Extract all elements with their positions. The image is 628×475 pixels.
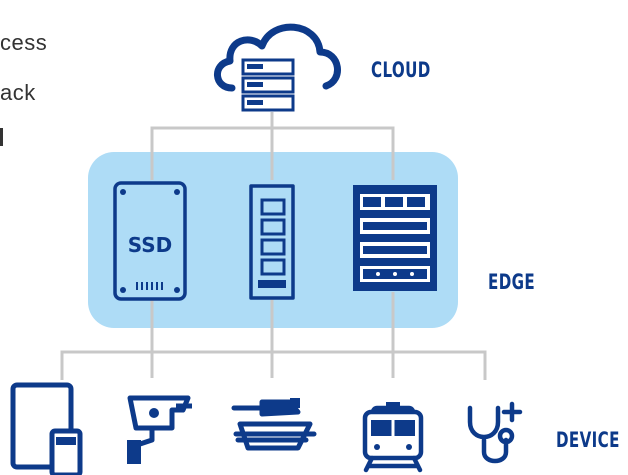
cloud-label: CLOUD (371, 58, 431, 82)
device-label: DEVICE (556, 428, 620, 452)
train-icon (362, 402, 424, 473)
ssd-icon: SSD (113, 181, 187, 301)
edge-label: EDGE (488, 270, 536, 294)
cloud-edge-connectors (150, 112, 395, 180)
tablet-phone-icon (10, 382, 83, 475)
cropped-text-line-1: cess (0, 30, 48, 55)
tank-icon (231, 398, 317, 451)
stethoscope-icon (467, 401, 523, 464)
server-rack-icon (353, 185, 437, 291)
cloud-server-icon (214, 23, 341, 112)
ssd-label: SSD (128, 233, 173, 257)
m2-module-icon (249, 184, 295, 300)
edge-device-connectors (60, 292, 487, 380)
security-camera-icon (127, 395, 192, 464)
cropped-text-fragment (0, 128, 3, 146)
cropped-text-line-2: ack (0, 80, 36, 105)
